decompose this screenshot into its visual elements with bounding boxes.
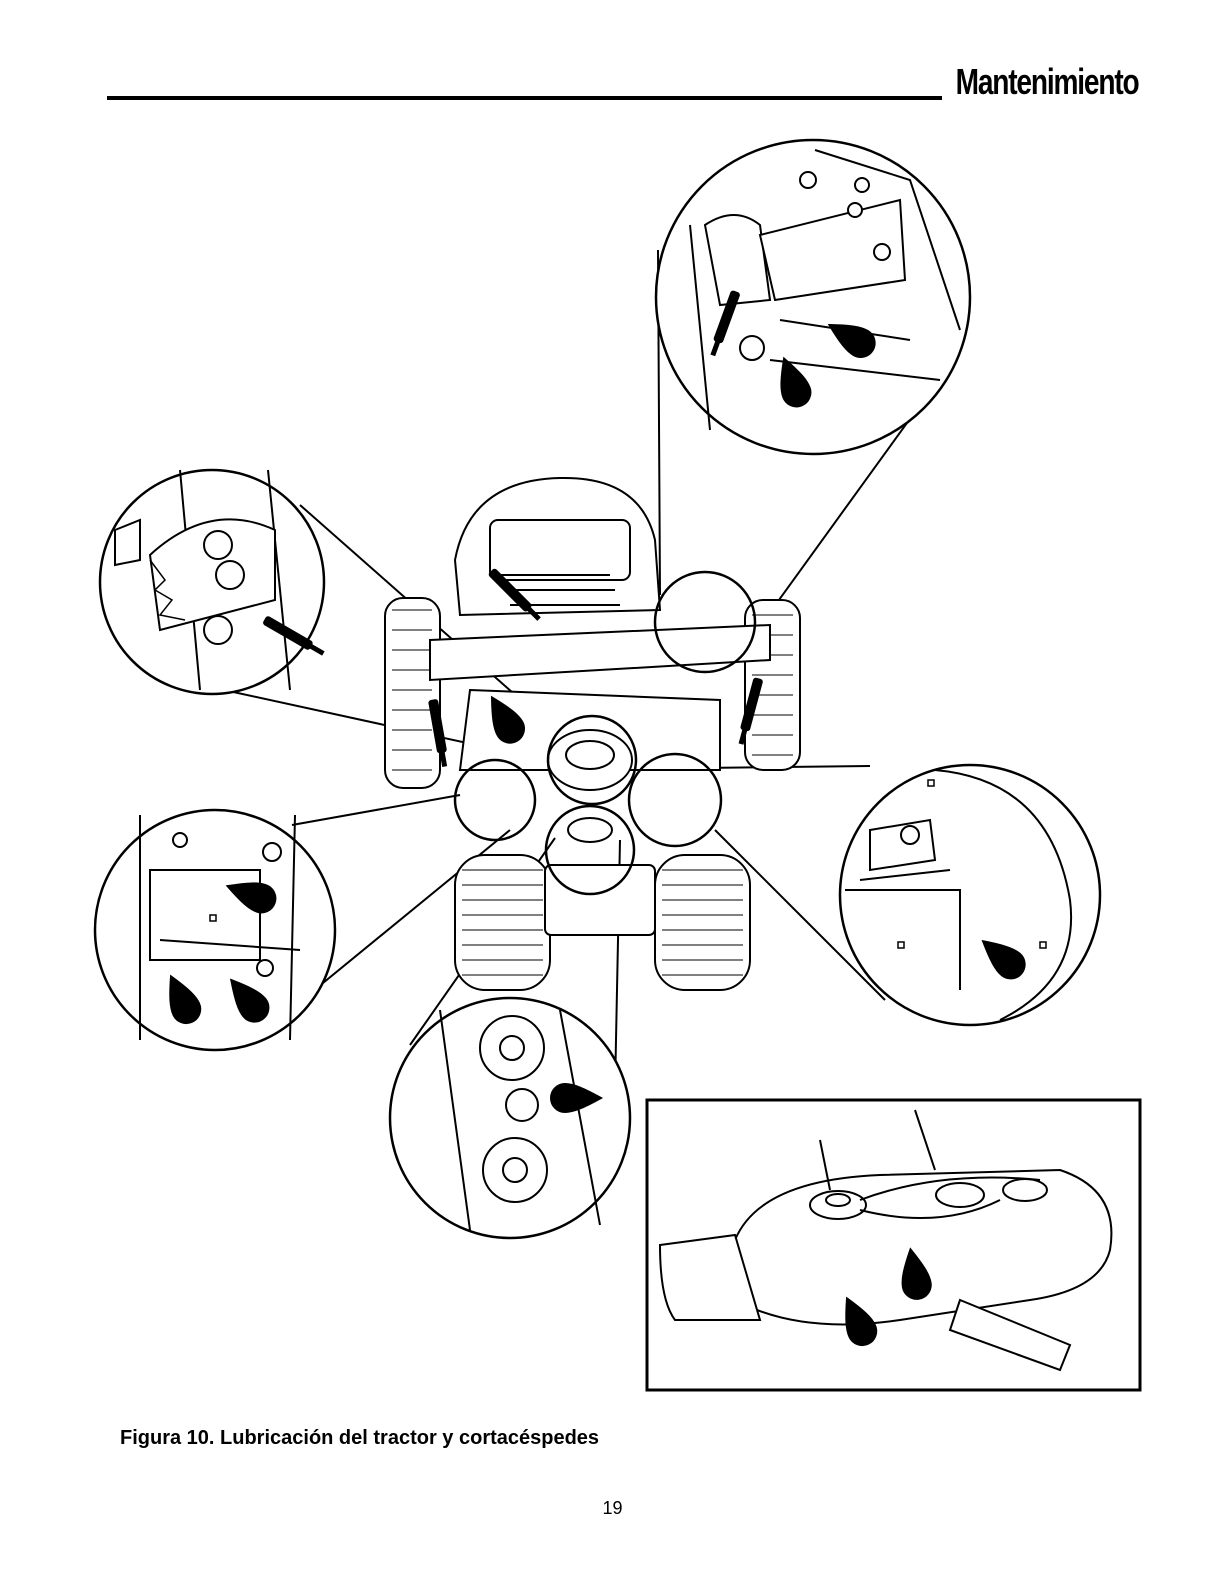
detail-top-right (656, 140, 970, 454)
detail-right-bracket (840, 765, 1100, 1025)
figure-caption: Figura 10. Lubricación del tractor y cor… (120, 1427, 599, 1450)
mower-deck-inset (647, 1100, 1140, 1390)
tractor-rear-view (385, 478, 800, 990)
detail-left-bracket (95, 810, 335, 1050)
detail-pulleys (390, 998, 630, 1238)
lubrication-diagram (0, 0, 1225, 1420)
detail-steering-gear (100, 470, 325, 694)
page-number: 19 (0, 1498, 1225, 1519)
